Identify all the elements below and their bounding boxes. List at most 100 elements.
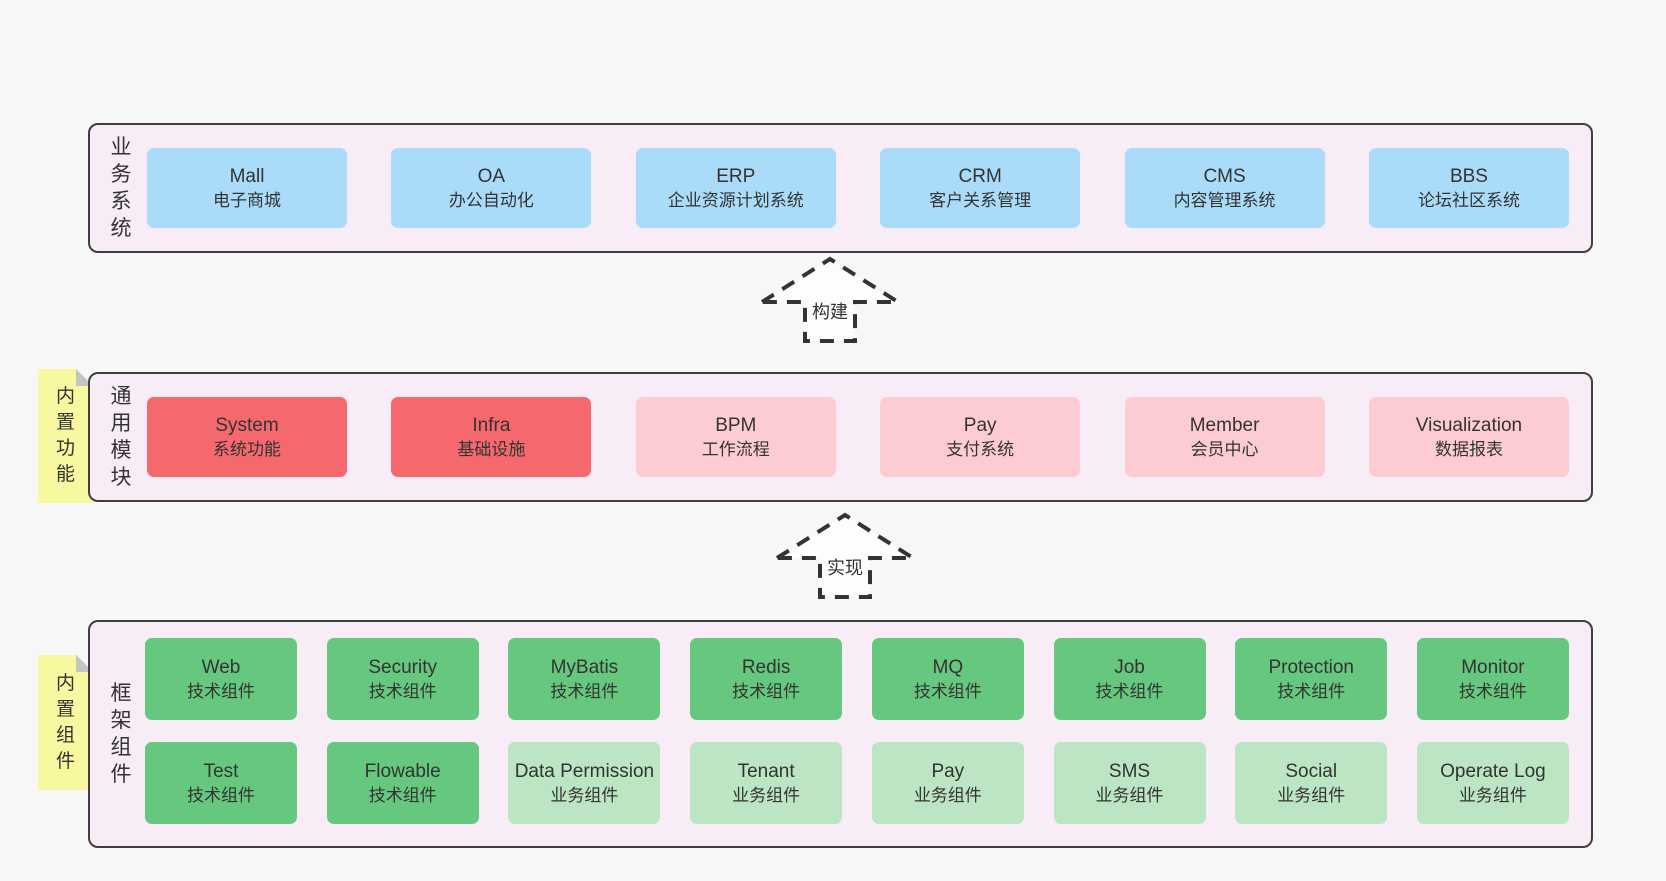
box-title: ERP <box>716 165 756 187</box>
box-title: Flowable <box>364 760 441 782</box>
common-modules-row: System 系统功能 Infra 基础设施 BPM 工作流程 Pay 支付系统… <box>147 397 1569 477</box>
box-title: Redis <box>741 656 791 678</box>
box-subtitle: 基础设施 <box>457 439 526 459</box>
box-title: Security <box>368 656 438 678</box>
box-test: Test 技术组件 <box>145 742 297 824</box>
box-subtitle: 业务组件 <box>913 785 982 805</box>
box-subtitle: 企业资源计划系统 <box>667 190 804 210</box>
box-subtitle: 支付系统 <box>946 439 1015 459</box>
box-security: Security 技术组件 <box>326 638 479 720</box>
box-pay-component: Pay 业务组件 <box>871 742 1024 824</box>
implement-arrow-label: 实现 <box>827 558 863 578</box>
box-title: Member <box>1189 414 1260 436</box>
tech-components-row: Web 技术组件 Security 技术组件 MyBatis 技术组件 Redi… <box>145 638 1569 720</box>
box-title: Visualization <box>1415 414 1523 436</box>
box-oa: OA 办公自动化 <box>391 148 592 228</box>
sticky-note-builtin-components: 内 置 组 件 <box>38 655 93 790</box>
box-visualization: Visualization 数据报表 <box>1368 397 1569 477</box>
box-subtitle: 技术组件 <box>1277 681 1346 701</box>
implement-arrow: 实现 <box>775 512 915 599</box>
box-subtitle: 业务组件 <box>1095 785 1164 805</box>
box-subtitle: 业务组件 <box>1458 785 1527 805</box>
box-sms: SMS 业务组件 <box>1053 742 1206 824</box>
box-subtitle: 会员中心 <box>1190 439 1259 459</box>
box-web: Web 技术组件 <box>145 638 297 720</box>
box-title: OA <box>477 165 506 187</box>
box-title: Job <box>1114 656 1145 678</box>
box-member: Member 会员中心 <box>1124 397 1325 477</box>
box-title: Protection <box>1268 656 1354 678</box>
box-mall: Mall 电子商城 <box>147 148 347 228</box>
panel-label-business-systems: 业 务 系 统 <box>110 136 132 240</box>
box-bpm: BPM 工作流程 <box>635 397 836 477</box>
box-title: Operate Log <box>1440 760 1546 782</box>
box-subtitle: 内容管理系统 <box>1173 190 1276 210</box>
box-mq: MQ 技术组件 <box>871 638 1024 720</box>
build-arrow: 构建 <box>760 256 900 343</box>
box-subtitle: 业务组件 <box>732 785 801 805</box>
box-pay-module: Pay 支付系统 <box>880 397 1081 477</box>
box-subtitle: 业务组件 <box>550 785 619 805</box>
panel-label-framework-components: 框 架 组 件 <box>110 682 132 786</box>
box-title: Social <box>1285 760 1338 782</box>
box-title: Test <box>203 760 239 782</box>
box-monitor: Monitor 技术组件 <box>1416 638 1569 720</box>
box-crm: CRM 客户关系管理 <box>880 148 1081 228</box>
box-title: BBS <box>1449 165 1488 187</box>
box-subtitle: 技术组件 <box>732 681 801 701</box>
business-systems-row: Mall 电子商城 OA 办公自动化 ERP 企业资源计划系统 CRM 客户关系… <box>147 148 1569 228</box>
box-title: MyBatis <box>550 656 619 678</box>
box-cms: CMS 内容管理系统 <box>1124 148 1325 228</box>
box-subtitle: 技术组件 <box>368 681 437 701</box>
sticky-note-builtin-features: 内 置 功 能 <box>38 369 93 503</box>
box-title: Pay <box>931 760 965 782</box>
box-title: Web <box>201 656 241 678</box>
common-modules-panel: 通 用 模 块 System 系统功能 Infra 基础设施 BPM 工作流程 … <box>88 372 1593 502</box>
box-infra: Infra 基础设施 <box>391 397 592 477</box>
box-subtitle: 业务组件 <box>1277 785 1346 805</box>
box-title: Data Permission <box>514 760 655 782</box>
business-systems-panel: 业 务 系 统 Mall 电子商城 OA 办公自动化 ERP 企业资源计划系统 … <box>88 123 1593 253</box>
box-protection: Protection 技术组件 <box>1235 638 1388 720</box>
box-tenant: Tenant 业务组件 <box>690 742 843 824</box>
box-social: Social 业务组件 <box>1235 742 1388 824</box>
panel-label-common-modules: 通 用 模 块 <box>110 385 132 489</box>
box-subtitle: 技术组件 <box>187 785 255 805</box>
box-title: Tenant <box>737 760 795 782</box>
box-erp: ERP 企业资源计划系统 <box>635 148 836 228</box>
box-subtitle: 技术组件 <box>368 785 437 805</box>
box-subtitle: 技术组件 <box>550 681 619 701</box>
box-job: Job 技术组件 <box>1053 638 1206 720</box>
box-subtitle: 技术组件 <box>187 681 255 701</box>
box-subtitle: 论坛社区系统 <box>1417 190 1520 210</box>
box-title: SMS <box>1108 760 1151 782</box>
box-subtitle: 工作流程 <box>701 439 770 459</box>
build-arrow-label: 构建 <box>812 302 848 322</box>
box-subtitle: 技术组件 <box>1095 681 1164 701</box>
box-subtitle: 客户关系管理 <box>929 190 1032 210</box>
box-subtitle: 办公自动化 <box>448 190 534 210</box>
framework-components-panel: 框 架 组 件 Web 技术组件 Security 技术组件 MyBatis 技… <box>88 620 1593 848</box>
box-redis: Redis 技术组件 <box>690 638 843 720</box>
box-title: Monitor <box>1461 656 1525 678</box>
sticky-note-label: 内 置 功 能 <box>55 386 75 485</box>
box-title: BPM <box>715 414 757 436</box>
box-subtitle: 系统功能 <box>213 439 281 459</box>
box-data-permission: Data Permission 业务组件 <box>508 742 661 824</box>
box-flowable: Flowable 技术组件 <box>326 742 479 824</box>
box-system: System 系统功能 <box>147 397 347 477</box>
framework-components-rows: Web 技术组件 Security 技术组件 MyBatis 技术组件 Redi… <box>145 638 1569 824</box>
box-title: System <box>215 414 279 436</box>
box-subtitle: 电子商城 <box>213 190 281 210</box>
box-title: Mall <box>229 165 265 187</box>
box-mybatis: MyBatis 技术组件 <box>508 638 661 720</box>
box-bbs: BBS 论坛社区系统 <box>1368 148 1569 228</box>
box-subtitle: 技术组件 <box>1458 681 1527 701</box>
box-title: Pay <box>963 414 997 436</box>
box-subtitle: 数据报表 <box>1434 439 1503 459</box>
box-title: CMS <box>1203 165 1246 187</box>
sticky-note-label: 内 置 组 件 <box>55 672 75 772</box>
box-title: Infra <box>472 414 511 436</box>
biz-components-row: Test 技术组件 Flowable 技术组件 Data Permission … <box>145 742 1569 824</box>
